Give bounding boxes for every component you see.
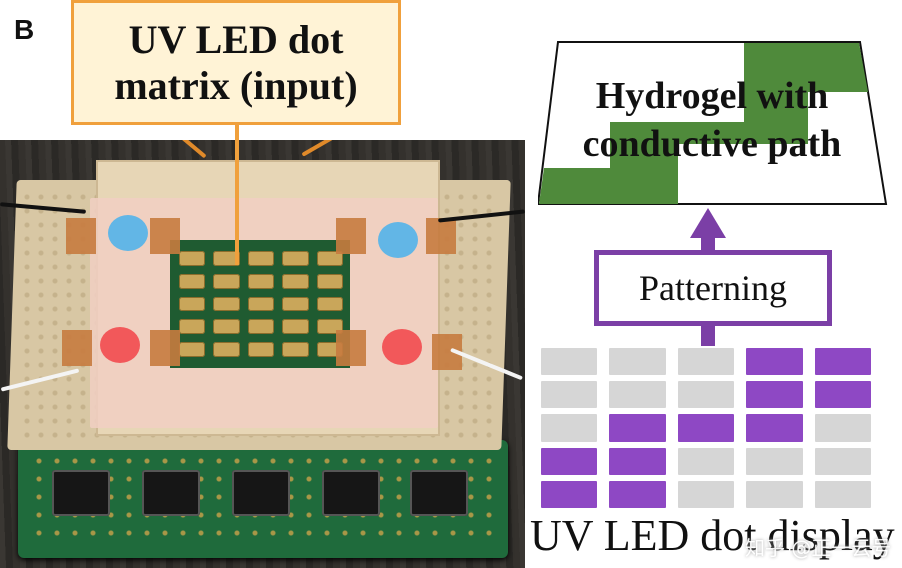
uv-dot-off [609, 381, 666, 409]
copper-tape [336, 330, 366, 366]
uv-led [247, 319, 275, 335]
uv-dot-on [541, 447, 598, 475]
uv-dot-off [814, 447, 871, 475]
uv-led [179, 251, 206, 266]
uv-dot-off [746, 480, 803, 508]
uv-dot-on [609, 414, 666, 442]
watermark: 知乎 @正一云号 [745, 536, 892, 560]
uv-dot-off [609, 348, 666, 376]
copper-tape [66, 218, 96, 254]
uv-dot-on [746, 348, 803, 376]
callout-line-1: UV LED dot [128, 16, 344, 62]
copper-tape [336, 218, 366, 254]
blue-electrode-dot [378, 222, 418, 258]
uv-led-dot-display [541, 348, 871, 508]
uv-led [179, 319, 206, 335]
callout-line-2: matrix (input) [114, 62, 358, 108]
panel-letter: B [14, 14, 35, 45]
uv-led [213, 342, 240, 357]
copper-tape [426, 218, 456, 254]
uv-led [282, 273, 309, 289]
driver-chip [52, 470, 110, 516]
uv-led [247, 251, 275, 266]
uv-dot-on [746, 381, 803, 409]
uv-dot-on [541, 480, 598, 508]
copper-tape [62, 330, 92, 366]
patterning-box: Patterning [594, 250, 832, 326]
uv-led [282, 319, 309, 335]
uv-led [282, 296, 309, 312]
uv-led [179, 296, 206, 312]
device-photo [0, 140, 525, 568]
uv-led [247, 342, 275, 357]
uv-dot-on [814, 348, 871, 376]
hydrogel-pattern [538, 41, 888, 205]
hydrogel-label: Hydrogel with conductive path [552, 72, 872, 168]
uv-dot-off [677, 447, 735, 475]
driver-chip [142, 470, 200, 516]
red-electrode-dot [100, 327, 140, 363]
uv-led [213, 319, 240, 335]
copper-tape [150, 218, 180, 254]
uv-display-label: UV LED dot display [530, 511, 895, 560]
uv-dot-on [814, 381, 871, 409]
uv-dot-off [541, 414, 598, 442]
arrow-up-icon [690, 208, 726, 238]
driver-chip [410, 470, 468, 516]
uv-led-matrix-callout: UV LED dot matrix (input) [71, 0, 401, 125]
uv-dot-off [677, 480, 735, 508]
uv-led [213, 251, 240, 266]
uv-led [179, 273, 206, 289]
uv-led [316, 273, 343, 289]
callout-pointer [235, 125, 239, 265]
uv-dot-off [677, 348, 735, 376]
uv-dot-on [746, 414, 803, 442]
driver-chip [232, 470, 290, 516]
conductive-path [539, 43, 868, 204]
uv-led [247, 273, 275, 289]
red-electrode-dot [382, 329, 422, 365]
driver-chip [322, 470, 380, 516]
uv-dot-off [746, 447, 803, 475]
uv-dot-on [609, 480, 666, 508]
uv-led [282, 251, 309, 266]
hydrogel-label-line-1: Hydrogel with [595, 75, 829, 117]
uv-led [316, 251, 343, 266]
blue-electrode-dot [108, 215, 148, 251]
led-matrix [176, 248, 346, 360]
uv-dot-off [814, 480, 871, 508]
uv-led [179, 342, 206, 357]
hydrogel-label-line-2: conductive path [582, 123, 842, 165]
uv-dot-off [814, 414, 871, 442]
uv-dot-on [677, 414, 735, 442]
uv-led [213, 273, 240, 289]
uv-led [213, 296, 240, 312]
uv-dot-off [541, 381, 598, 409]
uv-dot-off [541, 348, 598, 376]
uv-dot-off [677, 381, 735, 409]
uv-led [316, 296, 343, 312]
uv-dot-on [609, 447, 666, 475]
uv-led [247, 296, 275, 312]
uv-led [282, 342, 309, 357]
copper-tape [150, 330, 180, 366]
